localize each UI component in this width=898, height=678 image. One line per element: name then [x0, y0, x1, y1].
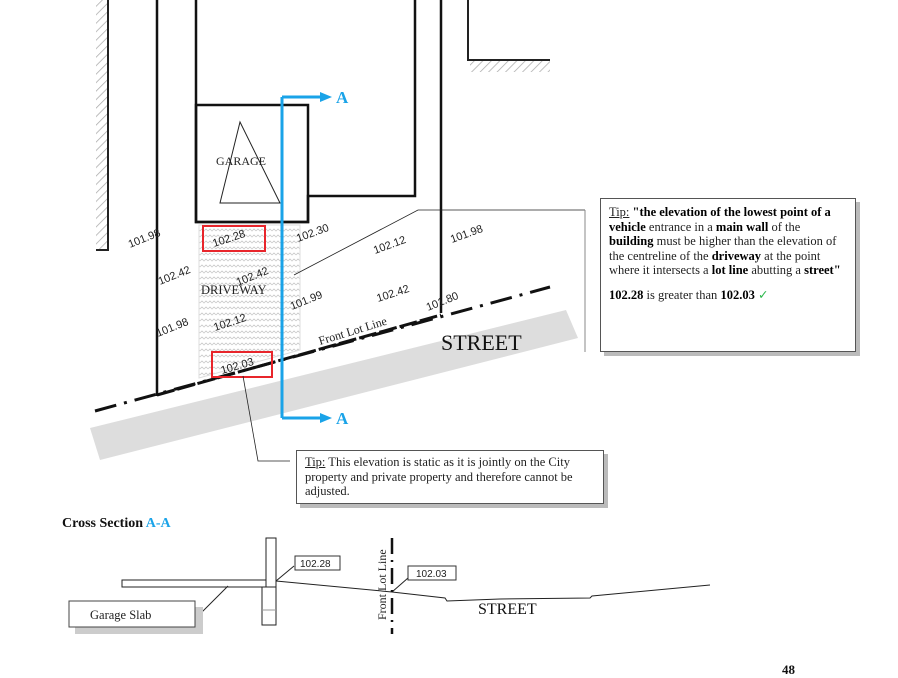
front-lot-line-vertical-label: Front Lot Line — [375, 549, 389, 620]
tip-bold: driveway — [711, 248, 762, 263]
driveway-label: DRIVEWAY — [201, 283, 267, 297]
highlight-box-lotline-elev — [211, 351, 273, 378]
elev: 101.98 — [449, 223, 485, 246]
tip-text: abutting a — [748, 263, 805, 277]
tip-box-elevation-rule: Tip: "the elevation of the lowest point … — [600, 198, 856, 352]
value-garage: 102.28 — [609, 287, 644, 302]
section-line-a — [280, 92, 332, 423]
tip-label: Tip: — [305, 455, 326, 469]
garage-slab-box — [68, 600, 196, 628]
compare-text: is greater than — [643, 287, 721, 302]
garage-slab-label: Garage Slab — [90, 608, 151, 622]
elev: 101.98 — [155, 316, 191, 340]
street-section-label: STREET — [478, 601, 537, 618]
elev: 102.12 — [372, 234, 408, 257]
callout-line-tip — [293, 209, 585, 276]
tip-text: at the point where it intersects a — [609, 248, 821, 278]
tip-box-static-elevation: Tip: This elevation is static as it is j… — [296, 450, 604, 504]
neighbour-building-left — [96, 0, 109, 251]
section-marker-bottom: A — [336, 409, 349, 428]
lotline-elev-box — [407, 565, 457, 581]
value-lotline: 102.03 — [720, 287, 755, 302]
ground-profile — [275, 580, 711, 602]
neighbour-building-right — [467, 0, 550, 72]
page-number: 48 — [782, 662, 795, 677]
garage — [194, 103, 310, 224]
lotline-elev-label: 102.03 — [416, 569, 447, 580]
elev: 102.42 — [375, 283, 411, 305]
tip-bold: main wall — [715, 219, 769, 234]
elev: 101.80 — [425, 290, 461, 314]
street-label: STREET — [441, 330, 522, 355]
highlight-box-garage-elev — [202, 225, 266, 252]
cross-section-diagram — [121, 537, 711, 634]
tip-bold: building — [609, 234, 654, 248]
driveway-area — [198, 224, 301, 379]
elev: 102.42 — [157, 264, 193, 288]
cross-section-title-text: Cross Section — [62, 516, 146, 531]
callout-line-static — [242, 375, 290, 462]
garage-label: GARAGE — [216, 154, 266, 168]
front-lot-line-label: Front Lot Line — [317, 314, 389, 348]
tip-text: must be higher than the elevation of the… — [609, 234, 837, 263]
tip-text: This elevation is static as it is jointl… — [305, 455, 573, 498]
check-icon: ✓ — [757, 287, 769, 302]
cross-section-title: Cross Section A-A — [62, 516, 171, 532]
tip-bold: lot line — [711, 263, 749, 277]
house-outline — [194, 0, 417, 224]
street-band — [90, 310, 578, 460]
tip-text: " — [833, 263, 841, 277]
garage-elev-label: 102.28 — [300, 559, 331, 570]
garage-triangle — [219, 120, 281, 204]
tip-label: Tip: — [609, 205, 630, 219]
section-marker-top: A — [336, 88, 349, 107]
tip-text: "the elevation of the lowest point of a — [629, 205, 831, 219]
tip-text: entrance in a — [645, 219, 716, 234]
tip-bold: street — [804, 263, 834, 277]
tip-comparison: 102.28 is greater than 102.03 ✓ — [609, 288, 847, 303]
tip-bold: vehicle — [609, 219, 646, 234]
cross-section-marker: A-A — [145, 516, 171, 531]
tip-text: of the — [768, 219, 801, 234]
garage-elev-box — [294, 555, 341, 571]
